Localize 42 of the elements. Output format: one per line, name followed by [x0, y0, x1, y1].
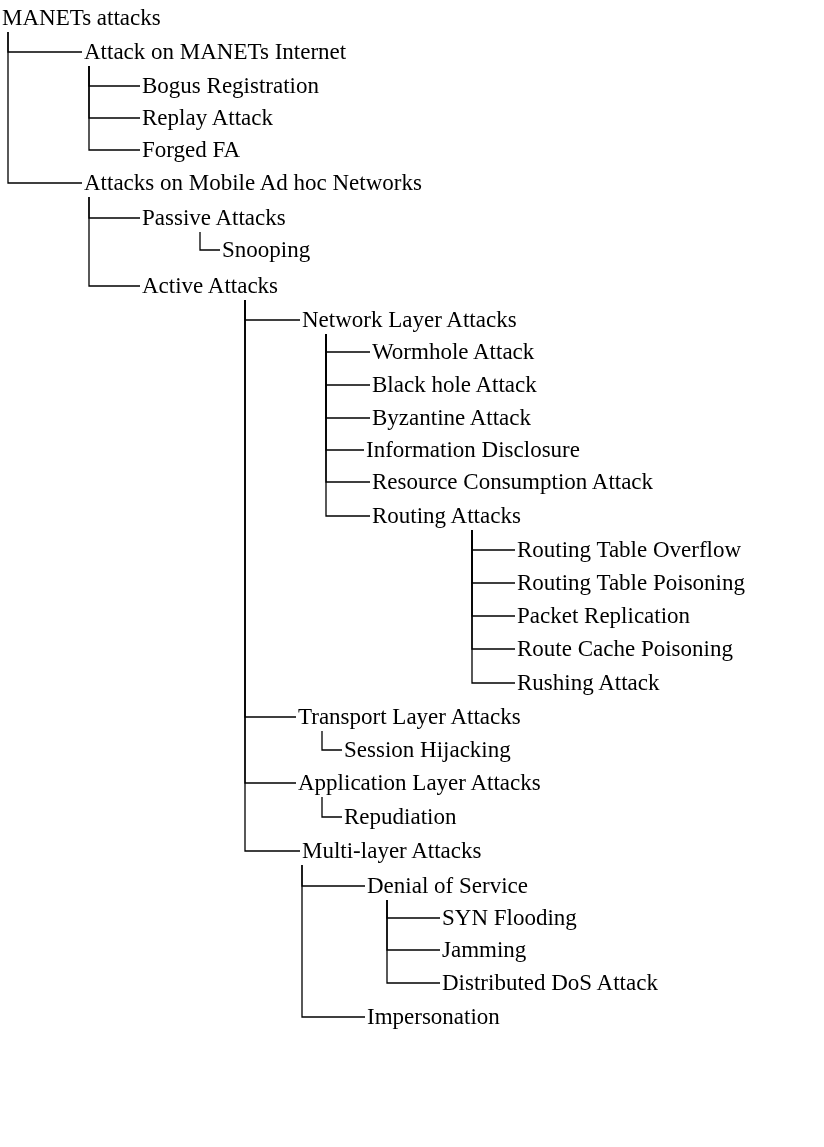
tree-item-label: Impersonation — [367, 1003, 500, 1031]
tree-connector — [301, 864, 366, 1018]
tree-item-label: Passive Attacks — [142, 204, 286, 232]
tree-item-label: MANETs attacks — [2, 4, 161, 32]
tree-item-label: Attacks on Mobile Ad hoc Networks — [84, 169, 422, 197]
tree-item-label: Routing Attacks — [372, 502, 521, 530]
tree-connector — [321, 730, 343, 751]
tree-item-label: Black hole Attack — [372, 371, 537, 399]
tree-item-label: Forged FA — [142, 136, 241, 164]
tree-connector — [7, 31, 83, 184]
tree-item-label: Rushing Attack — [517, 669, 660, 697]
tree-item-label: Route Cache Poisoning — [517, 635, 733, 663]
tree-item-label: Repudiation — [344, 803, 457, 831]
tree-item-label: Denial of Service — [367, 872, 528, 900]
tree-item-label: Transport Layer Attacks — [298, 703, 521, 731]
tree-item-label: Jamming — [442, 936, 527, 964]
tree-connector — [244, 299, 301, 852]
tree-connector — [199, 231, 221, 251]
tree-item-label: Network Layer Attacks — [302, 306, 517, 334]
tree-item-label: Information Disclosure — [366, 436, 580, 464]
tree-item-label: SYN Flooding — [442, 904, 577, 932]
tree-item-label: Replay Attack — [142, 104, 273, 132]
tree-item-label: Application Layer Attacks — [298, 769, 541, 797]
tree-connector — [321, 796, 343, 818]
tree-item-label: Session Hijacking — [344, 736, 511, 764]
tree-connector — [88, 196, 141, 287]
tree-item-label: Multi-layer Attacks — [302, 837, 482, 865]
tree-connector — [386, 899, 441, 984]
tree-item-label: Byzantine Attack — [372, 404, 532, 432]
tree-item-label: Routing Table Overflow — [517, 536, 742, 564]
tree-item-label: Routing Table Poisoning — [517, 569, 745, 597]
tree-item-label: Attack on MANETs Internet — [84, 38, 347, 66]
tree-connector — [325, 333, 371, 517]
tree-item-label: Packet Replication — [517, 602, 691, 630]
tree-item-label: Snooping — [222, 236, 311, 264]
tree-item-label: Distributed DoS Attack — [442, 969, 658, 997]
tree-item-label: Bogus Registration — [142, 72, 319, 100]
tree-connector — [88, 65, 141, 151]
tree-item-label: Wormhole Attack — [372, 338, 535, 366]
tree-item-label: Resource Consumption Attack — [372, 468, 654, 496]
tree-connector — [471, 529, 516, 684]
tree-item-label: Active Attacks — [142, 272, 279, 300]
